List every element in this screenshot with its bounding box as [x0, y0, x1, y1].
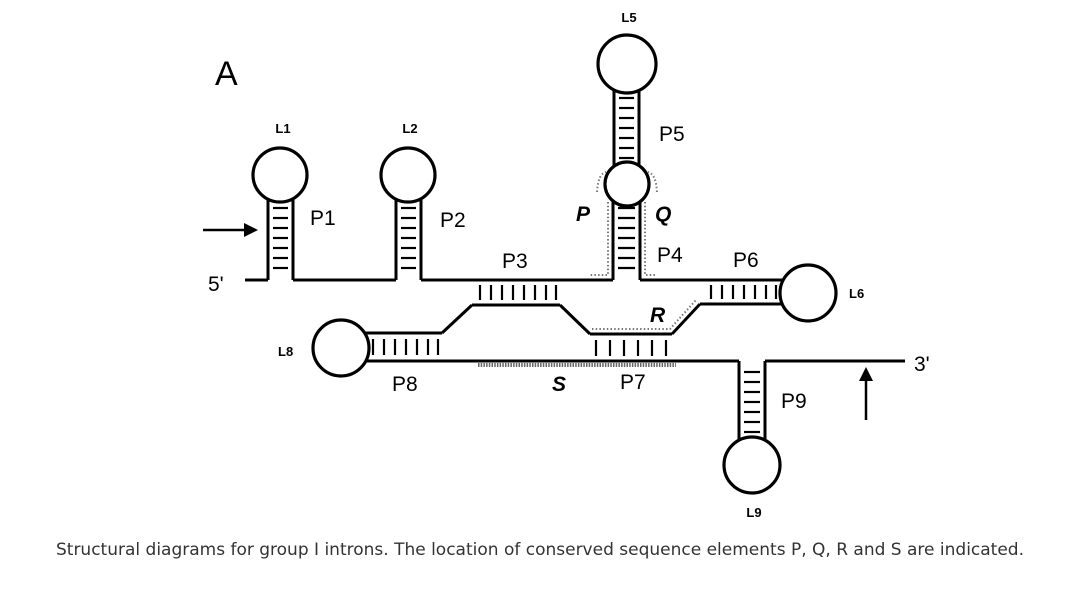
label-element-R: R — [650, 304, 666, 327]
label-element-Q: Q — [655, 203, 671, 226]
loop-L9 — [722, 435, 782, 495]
base-pairs — [273, 96, 778, 434]
loop-internal-P4-P5 — [603, 160, 651, 208]
group-i-intron-diagram: A — [203, 10, 930, 520]
figure-caption: Structural diagrams for group I introns.… — [55, 540, 1024, 560]
label-L2: L2 — [402, 121, 417, 136]
label-P2: P2 — [440, 209, 466, 232]
label-5-prime: 5' — [208, 273, 224, 296]
label-element-P: P — [576, 203, 591, 226]
label-L5: L5 — [621, 10, 636, 25]
label-P3: P3 — [502, 250, 528, 273]
label-L6: L6 — [849, 286, 864, 301]
label-L1: L1 — [275, 121, 290, 136]
loop-L1 — [251, 146, 309, 204]
label-L8: L8 — [278, 344, 293, 359]
label-3-prime: 3' — [914, 353, 930, 376]
top-strand — [245, 88, 783, 336]
label-P7: P7 — [620, 371, 646, 394]
panel-label: A — [215, 55, 238, 93]
arrow-5-prime-splice-site — [203, 223, 258, 237]
loop-L6 — [778, 263, 838, 323]
label-P9: P9 — [781, 390, 807, 413]
label-P8: P8 — [392, 373, 418, 396]
label-P5: P5 — [659, 123, 685, 146]
label-P4: P4 — [657, 244, 683, 267]
loop-L2 — [379, 146, 437, 204]
bottom-strand — [360, 359, 905, 440]
loop-L8 — [311, 318, 371, 378]
label-P1: P1 — [310, 207, 336, 230]
arrow-3-prime-splice-site — [859, 367, 873, 420]
label-L9: L9 — [746, 505, 761, 520]
conserved-elements — [478, 171, 697, 367]
label-element-S: S — [552, 373, 566, 396]
label-P6: P6 — [733, 249, 759, 272]
loop-L5 — [596, 33, 658, 95]
